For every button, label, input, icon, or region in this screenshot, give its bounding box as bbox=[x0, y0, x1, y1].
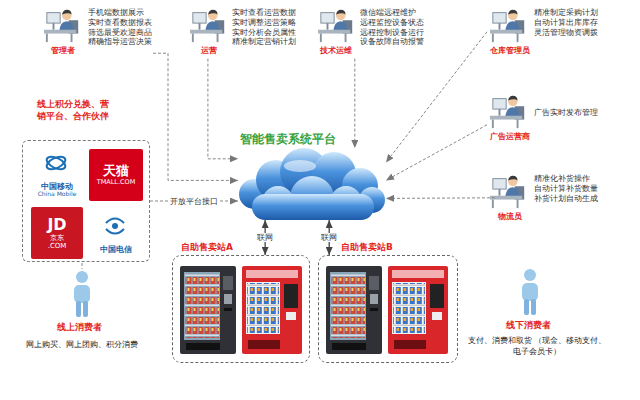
role-name: 管理者 bbox=[51, 46, 75, 56]
panel-heading: 线上积分兑换、营销平台、合作伙伴 bbox=[37, 99, 117, 122]
network-link bbox=[329, 220, 330, 255]
consumer-actions: 支付、消费和取货 （现金、移动支付、电子会员卡） bbox=[462, 336, 612, 358]
logistics-icon bbox=[490, 176, 524, 208]
logo-tile: JD京东.COM bbox=[31, 207, 83, 259]
consumer-name: 线下消费者 bbox=[506, 320, 551, 331]
role-name: 广告运营商 bbox=[490, 132, 530, 142]
role-name: 运营 bbox=[201, 46, 217, 56]
vending-machines bbox=[180, 266, 448, 354]
role-group: 运营 实时查看运营数据 实时调整运营策略 实时分析会员属性 精准制定营销计划 bbox=[198, 5, 297, 59]
warehouse-icon bbox=[490, 10, 524, 42]
edge-label: 开放平台接口 bbox=[168, 197, 220, 206]
consumer-actions: 网上购买、网上团购、积分消费 bbox=[26, 340, 138, 351]
dashed-arrow bbox=[354, 59, 355, 148]
consumer-group: 线上消费者网上购买、网上团购、积分消费 bbox=[23, 319, 141, 354]
role-group: 物流员 精准化补货操作 自动计算补货数量 补货计划自动生成 bbox=[495, 171, 599, 225]
consumer-group: 线下消费者支付、消费和取货 （现金、移动支付、电子会员卡） bbox=[459, 317, 615, 361]
red-vending-machine bbox=[388, 266, 448, 354]
role-name: 物流员 bbox=[498, 212, 522, 222]
dashed-arrow bbox=[386, 197, 495, 199]
role-duties: 手机端数据展示 实时查看数据报表 筛选最受欢迎商品 精确指导运营决策 bbox=[88, 8, 150, 47]
role-group: 广告运营商 广告实时发布管理 bbox=[487, 105, 599, 145]
logo-subname: 京东 bbox=[50, 234, 64, 242]
offline-consumer-icon bbox=[522, 269, 538, 315]
role-group: 仓库管理员精准制定采购计划 自动计算出库库存 灵活管理物资调拨 bbox=[487, 5, 599, 59]
partner-panel: 中国移动China Mobile天猫TMALL.COMJD京东.COM中国电信线… bbox=[22, 140, 150, 262]
online-consumer-icon bbox=[74, 271, 90, 317]
logo-subname: TMALL.COM bbox=[97, 179, 136, 186]
edge-label: 联网 bbox=[319, 233, 339, 242]
logo-tile: 中国移动China Mobile bbox=[31, 151, 83, 201]
consumer-icons bbox=[74, 263, 538, 317]
dashed-arrow bbox=[153, 53, 238, 180]
telecom-logo-glyph bbox=[106, 219, 124, 234]
logo-tile: 中国电信 bbox=[89, 211, 143, 257]
advertiser-icon bbox=[490, 96, 524, 128]
role-name: 仓库管理员 bbox=[490, 46, 530, 56]
dashed-stub bbox=[82, 263, 83, 269]
logo-name: 中国移动 bbox=[41, 182, 73, 191]
platform-title: 智能售卖系统平台 bbox=[240, 133, 336, 147]
role-group: 管理者 手机端数据展示 实时查看数据报表 筛选最受欢迎商品 精确指导运营决策 bbox=[48, 5, 153, 59]
glass-vending-machine bbox=[326, 266, 382, 354]
station-box: 自助售卖站B bbox=[318, 255, 458, 363]
role-duties: 精准化补货操作 自动计算补货数量 补货计划自动生成 bbox=[534, 174, 596, 203]
logo-name: 天猫 bbox=[103, 164, 129, 179]
role-duties: 微信端远程维护 远程监控设备状态 远程控制设备运行 设备故障自动报警 bbox=[360, 8, 422, 47]
platform-cloud: 智能售卖系统平台 bbox=[238, 148, 386, 220]
cloud-body bbox=[239, 148, 385, 220]
logo-name: 中国电信 bbox=[100, 245, 132, 254]
role-duties: 广告实时发布管理 bbox=[534, 108, 596, 118]
network-link bbox=[264, 220, 265, 255]
dashed-arrow bbox=[386, 32, 487, 163]
dashed-arrow bbox=[150, 201, 238, 202]
cloud-shape bbox=[238, 148, 386, 220]
dashed-arrow bbox=[386, 125, 487, 181]
logo-domain: .COM bbox=[48, 242, 67, 250]
consumer-name: 线上消费者 bbox=[57, 322, 102, 333]
red-vending-machine bbox=[242, 266, 302, 354]
role-group: 技术运维微信端远程维护 远程监控设备状态 远程控制设备运行 设备故障自动报警 bbox=[317, 5, 425, 59]
operator-icon bbox=[190, 10, 224, 42]
engineer-icon bbox=[318, 10, 352, 42]
glass-vending-machine bbox=[180, 266, 236, 354]
dashed-arrow bbox=[208, 59, 238, 159]
role-duties: 精准制定采购计划 自动计算出库库存 灵活管理物资调拨 bbox=[534, 8, 596, 37]
station-name: 自助售卖站A bbox=[181, 242, 233, 253]
edge-label: 联网 bbox=[255, 233, 275, 242]
logo-name: JD bbox=[47, 216, 66, 234]
logo-tile: 天猫TMALL.COM bbox=[89, 149, 143, 201]
role-name: 技术运维 bbox=[320, 46, 352, 56]
station-name: 自助售卖站B bbox=[341, 242, 393, 253]
mobile-logo-glyph bbox=[45, 154, 67, 172]
manager-icon bbox=[44, 10, 78, 42]
logo-subname: China Mobile bbox=[38, 191, 77, 198]
station-box: 自助售卖站A bbox=[172, 255, 310, 363]
cloud-highlight bbox=[284, 160, 316, 172]
role-duties: 实时查看运营数据 实时调整运营策略 实时分析会员属性 精准制定营销计划 bbox=[232, 8, 294, 47]
